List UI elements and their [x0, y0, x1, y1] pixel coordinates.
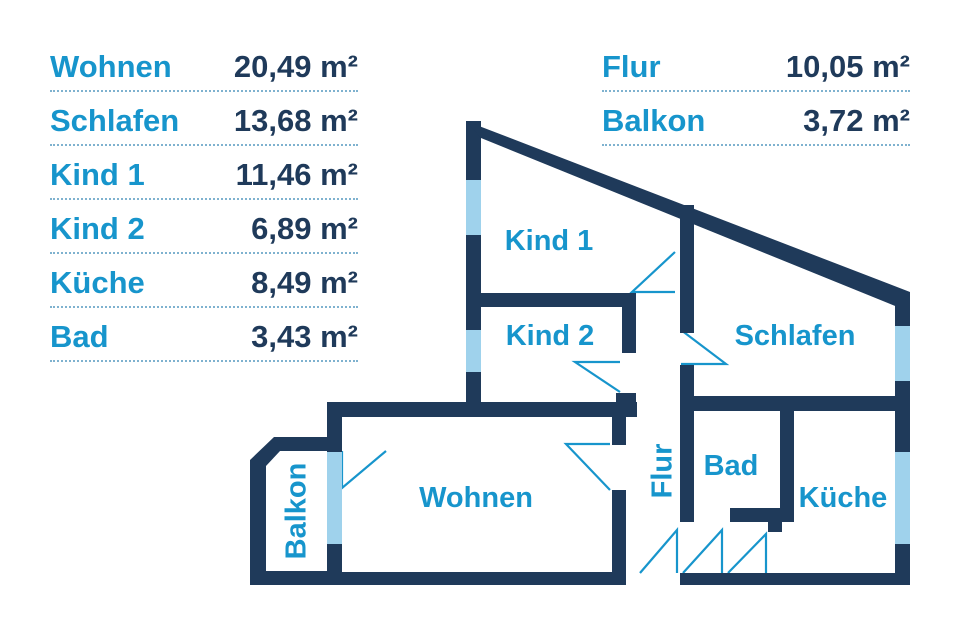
room-name: Balkon — [602, 103, 706, 138]
window — [466, 180, 481, 235]
room-label-balkon: Balkon — [281, 463, 313, 560]
room-label-kueche: Küche — [799, 482, 888, 514]
room-label-schlafen: Schlafen — [735, 320, 856, 352]
room-name: Wohnen — [50, 49, 172, 84]
area-table-left: Wohnen 20,49 m² Schlafen 13,68 m² Kind 1 11… — [50, 38, 358, 362]
window — [327, 452, 342, 544]
room-area: 20,49 m² — [233, 49, 358, 84]
window — [895, 452, 910, 544]
table-row: Balkon 3,72 m² — [602, 92, 910, 146]
room-name: Küche — [50, 265, 145, 300]
room-name: Kind 1 — [50, 157, 145, 192]
room-name: Flur — [602, 49, 661, 84]
room-label-flur: Flur — [647, 444, 679, 499]
windows — [327, 180, 910, 544]
room-label-wohnen: Wohnen — [419, 482, 533, 514]
room-area: 3,72 m² — [803, 103, 910, 138]
table-row: Küche 8,49 m² — [50, 254, 358, 308]
room-area: 8,49 m² — [251, 265, 358, 300]
walls — [250, 121, 910, 585]
area-table-right: Flur 10,05 m² Balkon 3,72 m² — [602, 38, 910, 146]
table-row: Kind 2 6,89 m² — [50, 200, 358, 254]
room-label-kind1: Kind 1 — [505, 225, 594, 257]
table-row: Bad 3,43 m² — [50, 308, 358, 362]
room-area: 13,68 m² — [233, 103, 358, 138]
table-row: Schlafen 13,68 m² — [50, 92, 358, 146]
window — [466, 330, 481, 372]
room-name: Schlafen — [50, 103, 180, 138]
table-row: Kind 1 11,46 m² — [50, 146, 358, 200]
room-area: 10,05 m² — [785, 49, 910, 84]
room-label-bad: Bad — [704, 450, 759, 482]
room-area: 3,43 m² — [251, 319, 358, 354]
room-area: 11,46 m² — [235, 157, 358, 192]
room-area: 6,89 m² — [251, 211, 358, 246]
window — [895, 326, 910, 381]
table-row: Wohnen 20,49 m² — [50, 38, 358, 92]
room-name: Bad — [50, 319, 109, 354]
room-label-kind2: Kind 2 — [506, 320, 595, 352]
table-row: Flur 10,05 m² — [602, 38, 910, 92]
room-name: Kind 2 — [50, 211, 145, 246]
